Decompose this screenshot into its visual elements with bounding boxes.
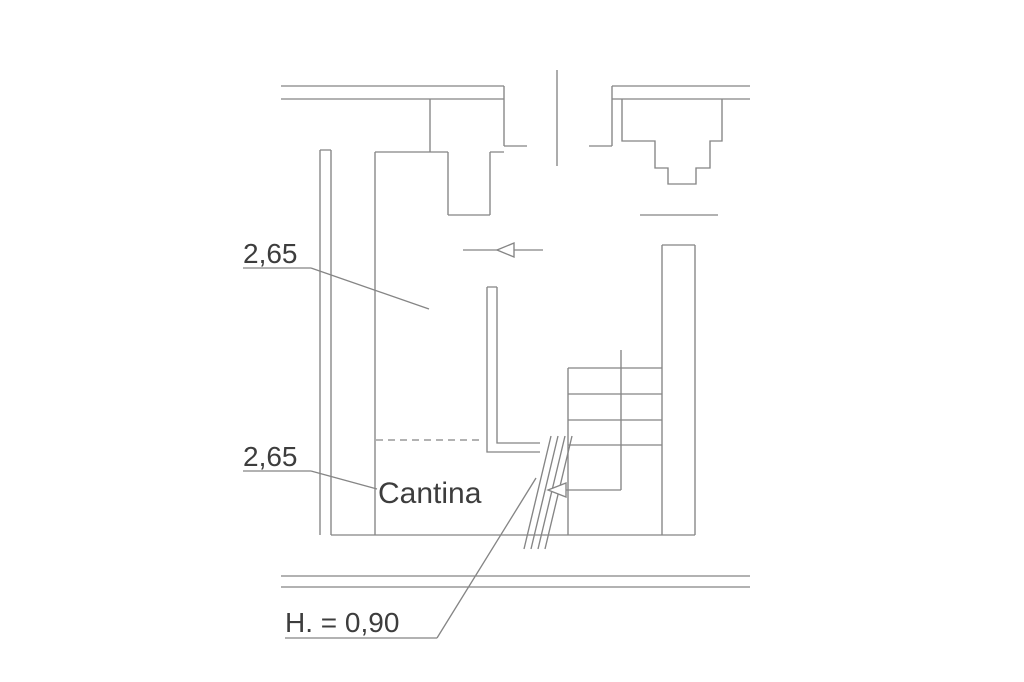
plan-linework (243, 70, 750, 639)
left-wall (319, 149, 332, 535)
dim-lower-leader (243, 470, 378, 490)
dimension-label-upper: 2,65 (243, 238, 298, 269)
plan-labels: 2,65 2,65 Cantina H. = 0,90 (243, 238, 482, 638)
stair-treads (568, 367, 662, 446)
bottom-wall-band (281, 575, 750, 588)
ramp-hatching (523, 435, 573, 550)
upper-direction-arrow-icon (495, 241, 515, 259)
top-right-pier (621, 99, 723, 185)
room-name-label: Cantina (378, 477, 482, 510)
dim-upper-leader (243, 267, 430, 310)
top-opening-outline (375, 99, 504, 216)
right-wall (661, 244, 696, 535)
top-center-pillar (503, 86, 613, 147)
height-note-leader (285, 477, 537, 639)
stair-direction-arrow-icon (546, 482, 567, 498)
top-wall-band (281, 85, 750, 100)
interior-partition-wall (486, 286, 540, 453)
dimension-label-lower: 2,65 (243, 441, 298, 472)
height-note-label: H. = 0,90 (285, 607, 399, 638)
